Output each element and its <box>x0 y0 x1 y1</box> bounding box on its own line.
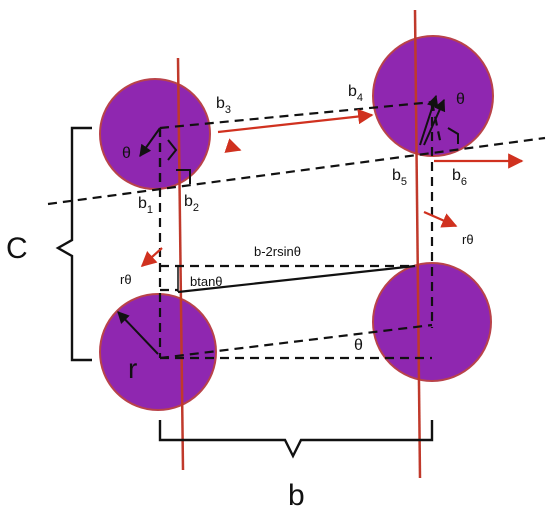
label-b2: b2 <box>184 193 199 214</box>
label-r: r <box>128 353 137 384</box>
bracket-c <box>55 126 92 362</box>
label-b4: b4 <box>348 83 363 104</box>
label-b1: b1 <box>138 195 153 216</box>
label-btan: btanθ <box>190 274 223 289</box>
dashed-lines <box>47 100 546 360</box>
radius-arrow <box>117 311 159 355</box>
label-b5: b5 <box>392 167 407 188</box>
label-b-minus: b-2rsinθ <box>254 244 301 259</box>
solid-diagonal <box>177 264 416 294</box>
label-b6: b6 <box>452 167 467 188</box>
label-rtheta-left: rθ <box>120 272 132 287</box>
circle-bottom-right <box>372 262 492 382</box>
circle-bottom-left <box>99 293 217 411</box>
black-arrows <box>139 94 446 157</box>
label-c: C <box>6 232 28 265</box>
label-b3: b3 <box>216 95 231 116</box>
label-theta-bottom: θ <box>354 337 363 354</box>
angle-markers <box>167 127 459 184</box>
label-rtheta-right: rθ <box>462 232 474 247</box>
label-theta-left: θ <box>122 145 131 162</box>
bracket-b <box>158 420 434 459</box>
label-b: b <box>288 479 305 512</box>
red-vertical-right <box>413 9 422 479</box>
red-arrows <box>140 108 524 268</box>
label-theta-right: θ <box>456 91 465 108</box>
